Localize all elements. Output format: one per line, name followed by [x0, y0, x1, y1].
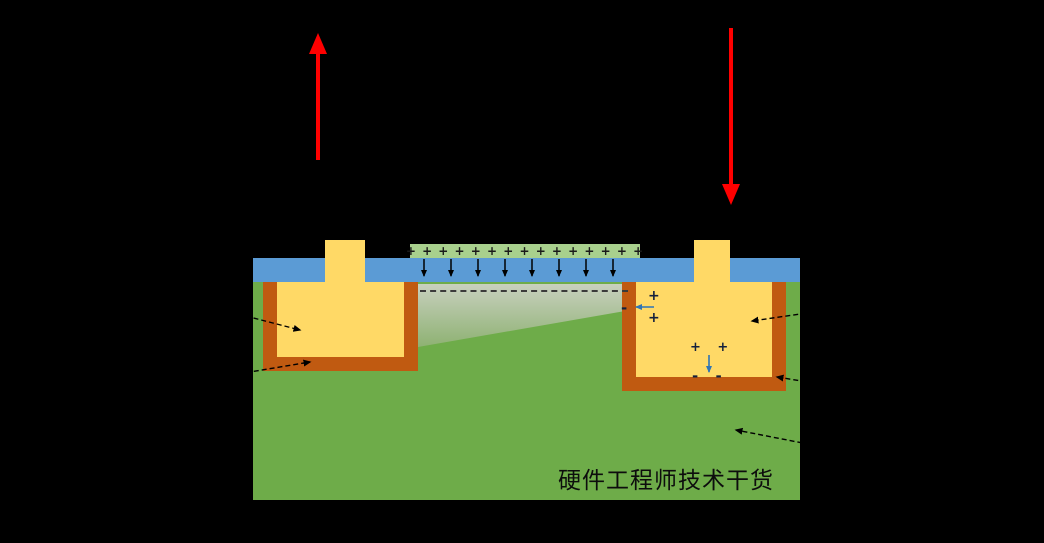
- left-diffusion-region: [277, 282, 404, 357]
- gate-electrode: + + + + + + + + + + + + + + +: [406, 244, 643, 258]
- inversion-layer-dashed-line: [420, 290, 628, 292]
- channel-plus-upper-symbol: +: [648, 288, 660, 304]
- junction-plus-pair-symbol: + +: [690, 340, 735, 355]
- right-diffusion-region: [636, 282, 772, 377]
- gate-positive-charges: + + + + + + + + + + + + + + +: [405, 244, 645, 258]
- red-down-arrow: [722, 28, 740, 205]
- channel-plus-lower-symbol: +: [648, 310, 660, 326]
- red-up-arrow: [309, 33, 327, 160]
- left-contact-plug: [325, 240, 365, 282]
- channel-minus-symbol: -: [621, 299, 628, 317]
- right-contact-plug: [694, 240, 730, 282]
- watermark-text: 硬件工程师技术干货: [558, 468, 774, 494]
- junction-minus-pair-symbol: - -: [692, 367, 728, 385]
